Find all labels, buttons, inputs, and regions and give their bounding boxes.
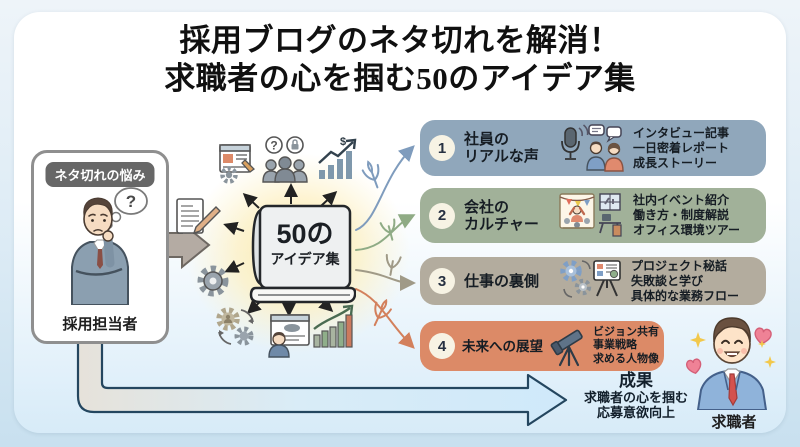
sparkle-icon (690, 332, 776, 368)
blog-edit-icon (218, 141, 262, 190)
svg-text:$: $ (340, 136, 346, 148)
category-2-items: 社内イベント紹介 働き方・制度解説 オフィス環境ツアー (633, 193, 741, 237)
book-title: 50の アイデア集 (260, 219, 350, 268)
book-title-line-2: アイデア集 (270, 251, 340, 267)
worry-badge: ネタ切れの悩み (45, 162, 155, 187)
gears-presentation-icon (558, 258, 622, 304)
title-line-1: 採用ブログのネタ切れを解消！ (179, 23, 621, 58)
recruiter-label: 採用担当者 (62, 316, 138, 333)
category-3-items: プロジェクト秘話 失敗談と学び 具体的な業務フロー (631, 258, 740, 303)
branch-2 (355, 214, 416, 251)
recruiter-panel: ネタ切れの悩み ? 採用担当者 (31, 150, 169, 344)
recruiter-figure (71, 197, 129, 305)
category-3: 3 仕事の裏側 プロジェクト秘話 失敗談と学び 具体的な業務フ (420, 257, 766, 305)
job-seeker-illustration (684, 310, 780, 411)
outcome-block: 成果 求職者の心を掴む 応募意欲向上 (566, 371, 706, 420)
page-title: 採用ブログのネタ切れを解消！ 求職者の心を掴む50のアイデア集 (0, 22, 800, 98)
process-people-icon (214, 305, 258, 354)
branch-1 (355, 145, 415, 231)
heart-icon (686, 327, 772, 375)
category-1: 1 社員の リアルな声 インタビュ (420, 120, 766, 176)
gear-icon (193, 261, 233, 306)
category-3-title: 仕事の裏側 (464, 272, 540, 290)
outcome-line-1: 求職者の心を掴む (583, 390, 688, 405)
category-1-number: 1 (429, 135, 455, 161)
category-2: 2 会社の カルチャー 社内イベン (420, 188, 766, 243)
job-seeker-figure (696, 317, 768, 411)
category-4-number: 4 (429, 333, 455, 359)
category-4-items: ビジョン共有 事業戦略 求める人物像 (593, 325, 659, 365)
job-seeker-label: 求職者 (711, 414, 757, 431)
category-4: 4 未来への展望 ビジョン共有 事業戦略 求める人物像 (420, 321, 664, 371)
book-icon (249, 204, 357, 304)
category-3-number: 3 (429, 268, 455, 294)
people-question-icon: ? (261, 136, 309, 191)
book-title-line-1: 50の (276, 219, 334, 249)
microphone-interview-icon (558, 124, 624, 172)
leaf-sprig-2 (379, 218, 396, 241)
outcome-heading: 成果 (619, 371, 653, 390)
category-4-title: 未来への展望 (462, 338, 543, 354)
outcome-line-2: 応募意欲向上 (596, 405, 675, 420)
telescope-icon (550, 325, 588, 367)
leaf-sprig-1 (361, 160, 380, 189)
category-1-title: 社員の リアルな声 (464, 131, 539, 165)
category-2-title: 会社の カルチャー (464, 198, 539, 233)
question-mark: ? (126, 192, 136, 211)
outcome-arrow (76, 338, 568, 427)
thought-bubble: ? (105, 187, 148, 229)
bar-growth-icon (312, 304, 358, 353)
idea-book: 50の アイデア集 (244, 202, 357, 314)
category-2-number: 2 (429, 202, 455, 229)
thinking-recruiter-illustration: ? (71, 187, 148, 305)
growth-dollar-icon: $ (316, 136, 362, 187)
leaf-sprig-4 (373, 298, 392, 327)
document-pencil-icon (174, 197, 224, 242)
leaf-sprig-3 (385, 253, 402, 276)
branch-4 (355, 288, 415, 349)
title-line-2: 求職者の心を掴む50のアイデア集 (164, 61, 636, 96)
svg-text:?: ? (270, 139, 277, 153)
browser-person-icon (265, 313, 311, 364)
office-event-icon (558, 192, 624, 240)
category-1-items: インタビュー記事 一日密着レポート 成長ストーリー (633, 125, 730, 170)
branch-3 (355, 269, 416, 291)
